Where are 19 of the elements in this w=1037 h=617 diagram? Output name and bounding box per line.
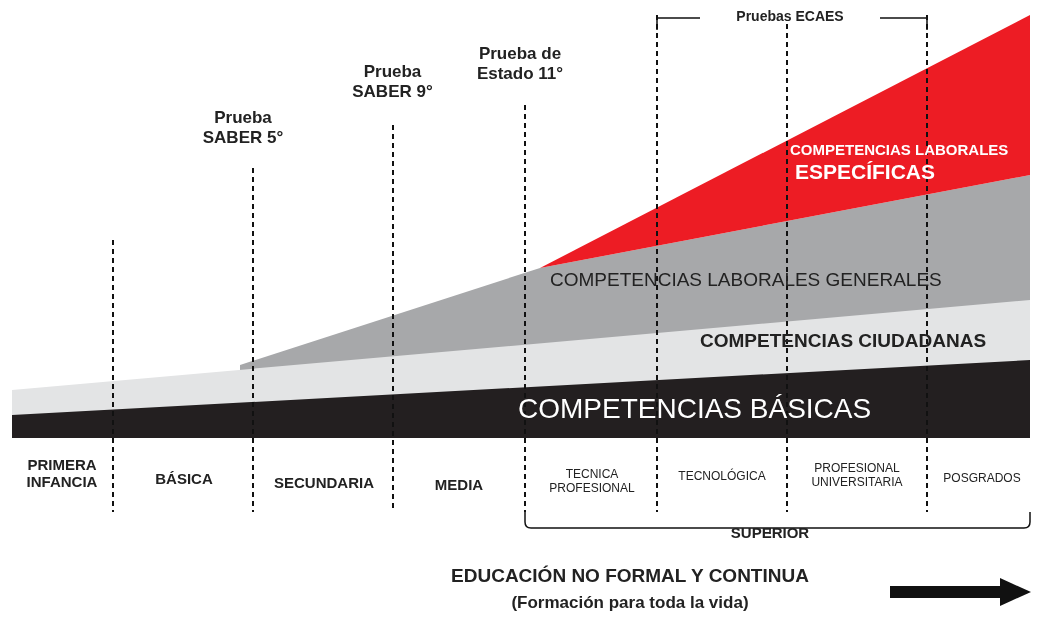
band-label: COMPETENCIAS LABORALES [790,142,1009,159]
level-label: BÁSICA [154,470,214,488]
band-label: COMPETENCIAS BÁSICAS [518,394,872,425]
level-label: MEDIA [433,476,485,494]
band-label: COMPETENCIAS CIUDADANAS [700,331,987,352]
level-label: TECNICA PROFESIONAL [548,468,636,496]
level-label: PRIMERA INFANCIA [25,456,99,491]
test-label: Prueba SABER 9° [351,62,434,102]
heading: EDUCACIÓN NO FORMAL Y CONTINUA [450,565,810,587]
level-label: SECUNDARIA [273,474,375,492]
level-label: SUPERIOR [729,524,811,542]
test-label: Prueba de Estado 11° [475,44,565,84]
subheading: (Formación para toda la vida) [510,593,750,613]
test-label: Prueba SABER 5° [201,108,285,148]
band-label: ESPECÍFICAS [795,160,936,184]
level-label: PROFESIONAL UNIVERSITARIA [810,462,904,490]
level-label: TECNOLÓGICA [677,470,767,484]
level-label: POSGRADOS [942,472,1022,486]
band-label: COMPETENCIAS LABORALES GENERALES [550,270,942,291]
